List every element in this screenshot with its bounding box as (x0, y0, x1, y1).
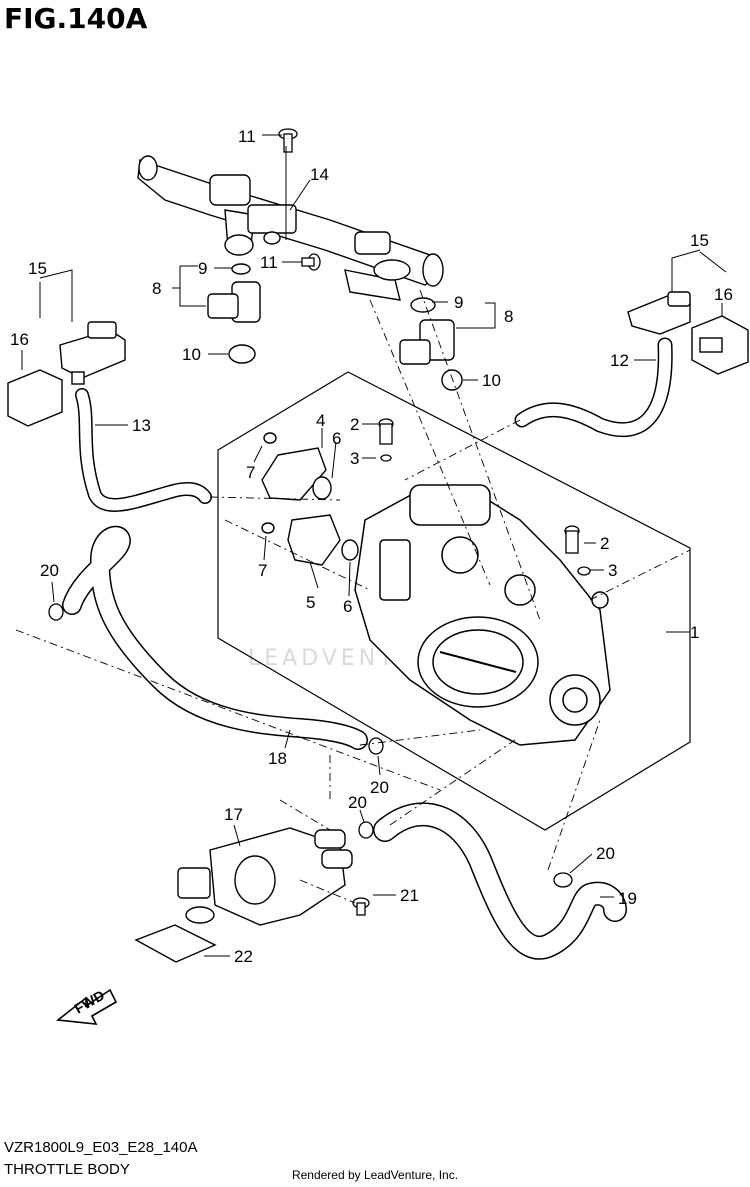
injector-left (207, 263, 261, 364)
figure-title: FIG.140A (4, 2, 148, 35)
diagram-code: VZR1800L9_E03_E28_140A (4, 1139, 198, 1156)
connector-15-left (59, 321, 126, 385)
callout-2: 2 (600, 534, 609, 553)
callout-9: 9 (454, 293, 463, 312)
callout-6: 6 (332, 429, 341, 448)
callout-20: 20 (370, 778, 389, 797)
leader-lines (21, 134, 727, 957)
callout-9: 9 (198, 259, 207, 278)
callout-3: 3 (350, 449, 359, 468)
screw-2-right (564, 525, 591, 576)
callout-16: 16 (714, 285, 733, 304)
injector-right (399, 297, 463, 391)
callout-15: 15 (690, 231, 709, 250)
isc-valve (177, 827, 353, 926)
callout-2: 2 (350, 415, 359, 434)
callout-6: 6 (343, 597, 352, 616)
callout-8: 8 (152, 279, 161, 298)
hose-18 (63, 527, 367, 749)
throttle-body (354, 484, 611, 746)
callout-7: 7 (258, 561, 267, 580)
hose-clamps (48, 603, 573, 888)
callout-11: 11 (260, 253, 278, 272)
label-plate-22 (134, 924, 217, 963)
fuel-rail (137, 155, 444, 301)
cap-16-left (7, 369, 63, 427)
hose-19 (374, 803, 626, 958)
callout-20: 20 (596, 844, 615, 863)
callout-18: 18 (268, 749, 287, 768)
callout-numbers: 11 14 11 9 8 10 9 8 10 15 16 13 15 16 12… (10, 127, 733, 966)
fwd-arrow-icon: FWD (55, 987, 118, 1025)
assembly-outline (217, 371, 691, 831)
projection-lines (15, 289, 691, 904)
callout-8: 8 (504, 307, 513, 326)
render-credit: Rendered by LeadVenture, Inc. (291, 1168, 459, 1182)
throttle-position-sensor (261, 432, 332, 501)
diagram-subtitle: THROTTLE BODY (4, 1161, 130, 1178)
screw-2-upper (378, 418, 394, 462)
callout-15: 15 (28, 259, 47, 278)
callout-3: 3 (608, 561, 617, 580)
callout-5: 5 (306, 593, 315, 612)
callout-20: 20 (40, 561, 59, 580)
screw-11-side (301, 253, 321, 271)
callout-10: 10 (182, 345, 201, 364)
callout-14: 14 (310, 165, 329, 184)
callout-16: 16 (10, 330, 29, 349)
connector-15-right (627, 291, 691, 335)
callout-7: 7 (246, 463, 255, 482)
callout-19: 19 (618, 889, 637, 908)
cap-16-right (691, 315, 749, 375)
callout-17: 17 (224, 805, 243, 824)
callout-20: 20 (348, 793, 367, 812)
screw-21 (352, 897, 370, 916)
callout-13: 13 (132, 416, 151, 435)
callout-22: 22 (234, 947, 253, 966)
screw-11-top (278, 128, 298, 153)
callout-21: 21 (400, 886, 419, 905)
hose-12 (516, 339, 672, 436)
callout-12: 12 (610, 351, 629, 370)
callout-11: 11 (238, 127, 256, 146)
callout-1: 1 (690, 623, 699, 642)
sensor-5 (261, 514, 359, 566)
callout-4: 4 (316, 411, 325, 430)
callout-10: 10 (482, 371, 501, 390)
